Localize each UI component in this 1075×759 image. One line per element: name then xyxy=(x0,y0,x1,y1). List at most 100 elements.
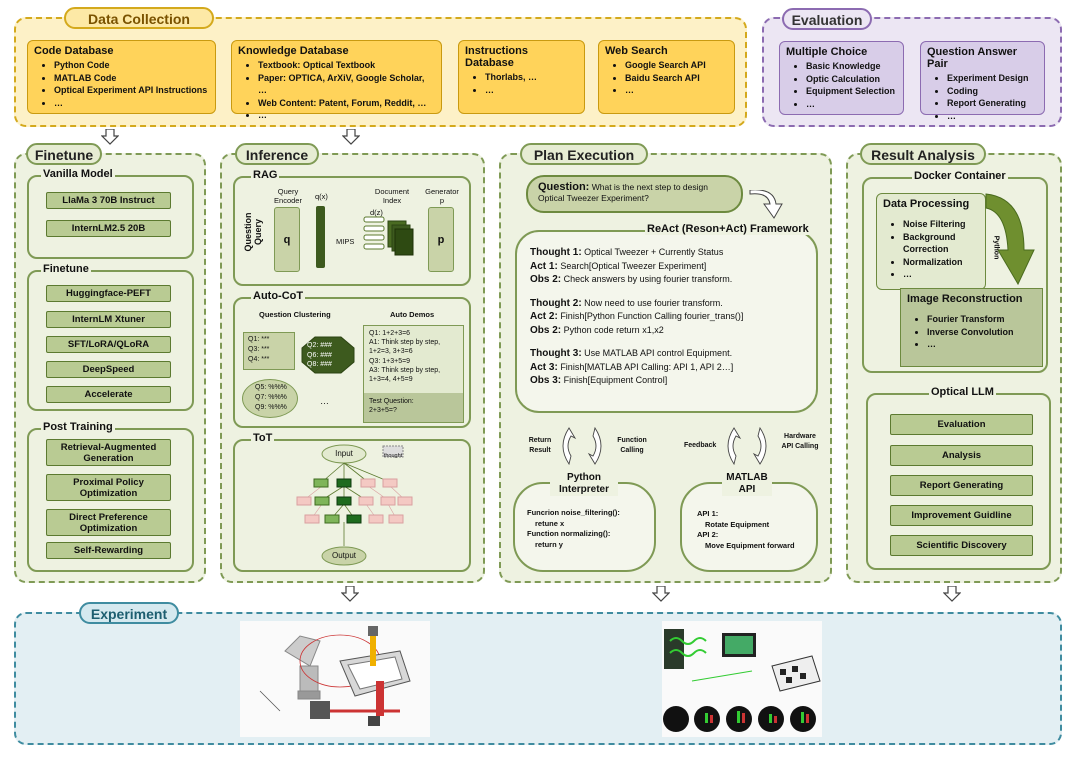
return-result-label: Return Result xyxy=(528,437,552,454)
model-internlm-button[interactable]: InternLM2.5 20B xyxy=(46,220,171,237)
code-database-list: Python Code MATLAB Code Optical Experime… xyxy=(34,59,209,109)
web-search-list: Google Search API Baidu Search API … xyxy=(605,59,728,97)
llm-evaluation-button[interactable]: Evaluation xyxy=(890,414,1033,435)
step-key: Thought 1: xyxy=(530,247,582,258)
llm-discovery-button[interactable]: Scientific Discovery xyxy=(890,535,1033,556)
list-item: Experiment Design xyxy=(947,72,1038,85)
data-collection-title: Data Collection xyxy=(64,7,214,29)
list-item: … xyxy=(485,84,578,97)
knowledge-database-box: Knowledge Database Textbook: Optical Tex… xyxy=(231,40,442,120)
react-step: Act 3: Finish[MATLAB API Calling: API 1,… xyxy=(530,361,810,375)
react-step: Obs 3: Finish[Equipment Control] xyxy=(530,374,810,388)
step-value: Python code return x1,x2 xyxy=(563,324,664,335)
deepspeed-button[interactable]: DeepSpeed xyxy=(46,361,171,378)
accelerate-button[interactable]: Accelerate xyxy=(46,386,171,403)
list-item: … xyxy=(625,84,728,97)
sft-lora-button[interactable]: SFT/LoRA/QLoRA xyxy=(46,336,171,353)
tot-output-label: Output xyxy=(331,551,356,560)
code-database-box: Code Database Python Code MATLAB Code Op… xyxy=(27,40,216,114)
huggingface-peft-button[interactable]: Huggingface-PEFT xyxy=(46,285,171,302)
code-line: API 1: xyxy=(697,509,719,518)
llm-analysis-button[interactable]: Analysis xyxy=(890,445,1033,466)
experiment-title: Experiment xyxy=(79,602,179,624)
react-step: Act 1: Search[Optical Tweezer Experiment… xyxy=(530,260,810,274)
tot-tree-diagram xyxy=(296,444,413,566)
embedding-bar xyxy=(316,206,325,268)
step-value: Check answers by using fourier transform… xyxy=(563,274,733,284)
cluster-item: Q1: *** xyxy=(248,336,270,343)
test-question-box: Test Question: 2+3+5=? xyxy=(364,393,463,422)
down-arrow-icon xyxy=(101,129,119,145)
step-value: Finish[Python Function Calling fourier_t… xyxy=(560,311,744,321)
function-calling-label: Function Calling xyxy=(617,437,647,454)
cycle-arrows-right-icon xyxy=(727,426,767,466)
rag-button[interactable]: Retrieval-Augmented Generation xyxy=(46,439,171,466)
matlab-api-title: MATLAB API xyxy=(722,472,772,496)
code-line: Funcrion noise_filtering(): xyxy=(527,508,620,517)
step-key: Thought 3: xyxy=(530,348,582,359)
llm-improvement-button[interactable]: Improvement Guidline xyxy=(890,505,1033,526)
tot-thought-label: thought xyxy=(383,453,403,459)
web-search-heading: Web Search xyxy=(605,45,668,57)
code-line: API 2: xyxy=(697,530,719,539)
ppo-button[interactable]: Proximal Policy Optimization xyxy=(46,474,171,501)
finetune-title: Finetune xyxy=(26,143,102,165)
internlm-xtuner-button[interactable]: InternLM Xtuner xyxy=(46,311,171,328)
list-item: Report Generating xyxy=(947,97,1038,110)
code-line: Move Equipment forward xyxy=(705,540,795,550)
python-interpreter-title: Python Interpreter xyxy=(550,472,618,496)
list-item: Paper: OPTICA, ArXiV, Google Scholar, … xyxy=(258,72,435,97)
step-key: Obs 2: xyxy=(530,324,562,336)
code-line: return y xyxy=(535,539,563,549)
mips-label: MIPS xyxy=(336,237,355,246)
evaluation-title: Evaluation xyxy=(782,8,872,30)
code-line: retune x xyxy=(535,518,565,528)
list-item: … xyxy=(54,97,209,110)
question-bubble: Question: What is the next step to desig… xyxy=(526,175,743,213)
step-value: Search[Optical Tweezer Experiment] xyxy=(560,260,707,271)
list-item: Python Code xyxy=(54,59,209,72)
qa-pair-heading: Question Answer Pair xyxy=(927,46,1018,70)
list-item: Baidu Search API xyxy=(625,72,728,85)
feedback-label: Feedback xyxy=(684,442,717,449)
demo-line: A3: Think step by step, 1+3=4, 4+5=9 xyxy=(369,366,441,384)
generator-block: p xyxy=(428,207,454,272)
step-key: Act 3: xyxy=(530,361,558,373)
vanilla-model-heading: Vanilla Model xyxy=(41,168,115,180)
data-processing-list: Noise Filtering Background Correction No… xyxy=(883,218,979,281)
self-rewarding-button[interactable]: Self-Rewarding xyxy=(46,542,171,559)
knowledge-database-list: Textbook: Optical Textbook Paper: OPTICA… xyxy=(238,59,435,122)
multiple-choice-heading: Multiple Choice xyxy=(786,46,868,58)
list-item: Fourier Transform xyxy=(927,313,1036,326)
python-code: Funcrion noise_filtering(): retune x Fun… xyxy=(527,508,620,550)
result-analysis-title: Result Analysis xyxy=(860,143,986,165)
cycle-arrows-left-icon xyxy=(562,426,602,466)
list-item: Optic Calculation xyxy=(806,73,897,86)
step-key: Act 1: xyxy=(530,260,558,272)
experiment-panel xyxy=(14,612,1062,745)
react-steps: Thought 1: Optical Tweezer + Currently S… xyxy=(530,246,810,388)
plan-execution-title: Plan Execution xyxy=(520,143,648,165)
list-item: Basic Knowledge xyxy=(806,60,897,73)
cluster-item: Q3: *** xyxy=(248,346,270,353)
question-clustering-label: Question Clustering xyxy=(259,310,331,319)
cluster-2-octagon xyxy=(301,336,355,374)
cluster-item: Q2: ### xyxy=(307,342,332,349)
web-search-box: Web Search Google Search API Baidu Searc… xyxy=(598,40,735,114)
hardware-api-label: Hardware API Calling xyxy=(781,433,819,450)
autocot-heading: Auto-CoT xyxy=(251,290,306,302)
q-label: q xyxy=(283,233,291,246)
cluster-item: Q8: ### xyxy=(307,361,332,368)
qa-pair-list: Experiment Design Coding Report Generati… xyxy=(927,72,1038,122)
rag-heading: RAG xyxy=(251,169,280,181)
optical-llm-heading: Optical LLM xyxy=(929,386,996,398)
list-item: Google Search API xyxy=(625,59,728,72)
data-processing-heading: Data Processing xyxy=(883,198,970,210)
query-encoder-block: q xyxy=(274,207,300,272)
llm-report-button[interactable]: Report Generating xyxy=(890,475,1033,496)
model-llama-button[interactable]: LlaMa 3 70B Instruct xyxy=(46,192,171,209)
list-item: Noise Filtering xyxy=(903,218,979,231)
dpo-button[interactable]: Direct Preference Optimization xyxy=(46,509,171,536)
python-flow-label: Python xyxy=(992,235,1000,260)
question-query-label: Question Query xyxy=(243,212,263,252)
